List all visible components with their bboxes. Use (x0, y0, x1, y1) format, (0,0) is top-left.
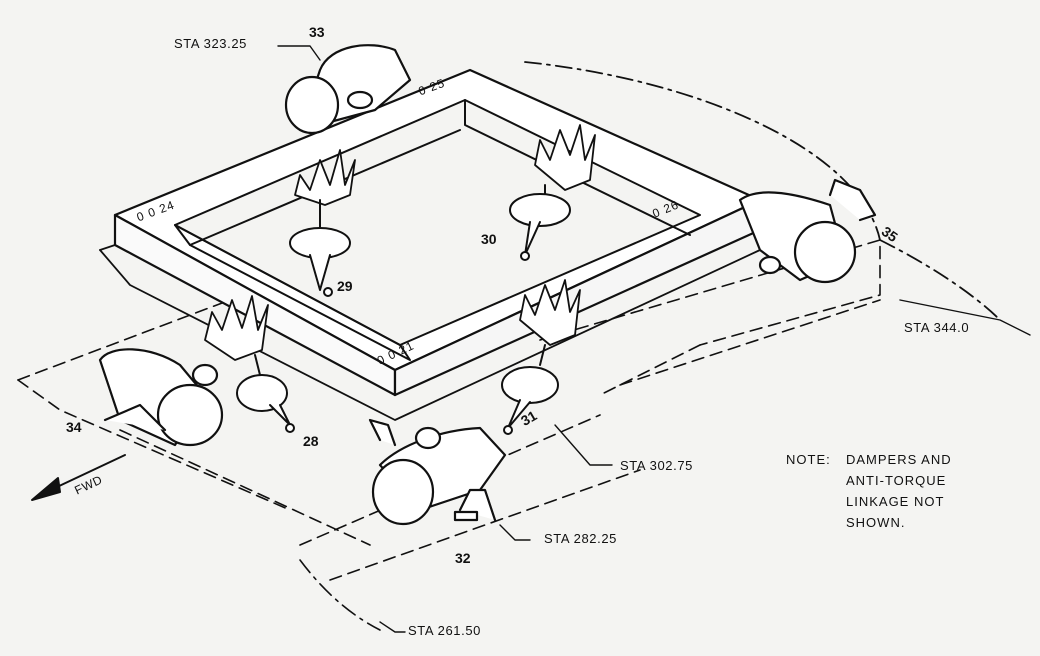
station-label-282: STA 282.25 (544, 531, 617, 546)
fwd-arrow (31, 454, 126, 501)
station-label-323: STA 323.25 (174, 36, 247, 51)
callout-32: 32 (455, 550, 471, 566)
note-line-1: DAMPERS AND (846, 452, 952, 467)
callout-29: 29 (337, 278, 353, 294)
callout-28: 28 (303, 433, 319, 449)
note-line-3: LINKAGE NOT (846, 494, 945, 509)
station-label-261: STA 261.50 (408, 623, 481, 638)
callout-34: 34 (66, 419, 82, 435)
flange-plate (99, 244, 761, 421)
isolator-cans (98, 44, 877, 526)
spike-brackets (204, 124, 596, 361)
callout-30: 30 (481, 231, 497, 247)
sweep-arc-lower (299, 559, 381, 631)
disc-mounts (236, 184, 571, 435)
callout-33: 33 (309, 24, 325, 40)
station-label-302: STA 302.75 (620, 458, 693, 473)
note-prefix: NOTE: (786, 452, 831, 467)
note-line-4: SHOWN. (846, 515, 906, 530)
station-label-344: STA 344.0 (904, 320, 970, 335)
note-line-2: ANTI-TORQUE (846, 473, 947, 488)
leader-lines (277, 45, 1031, 633)
